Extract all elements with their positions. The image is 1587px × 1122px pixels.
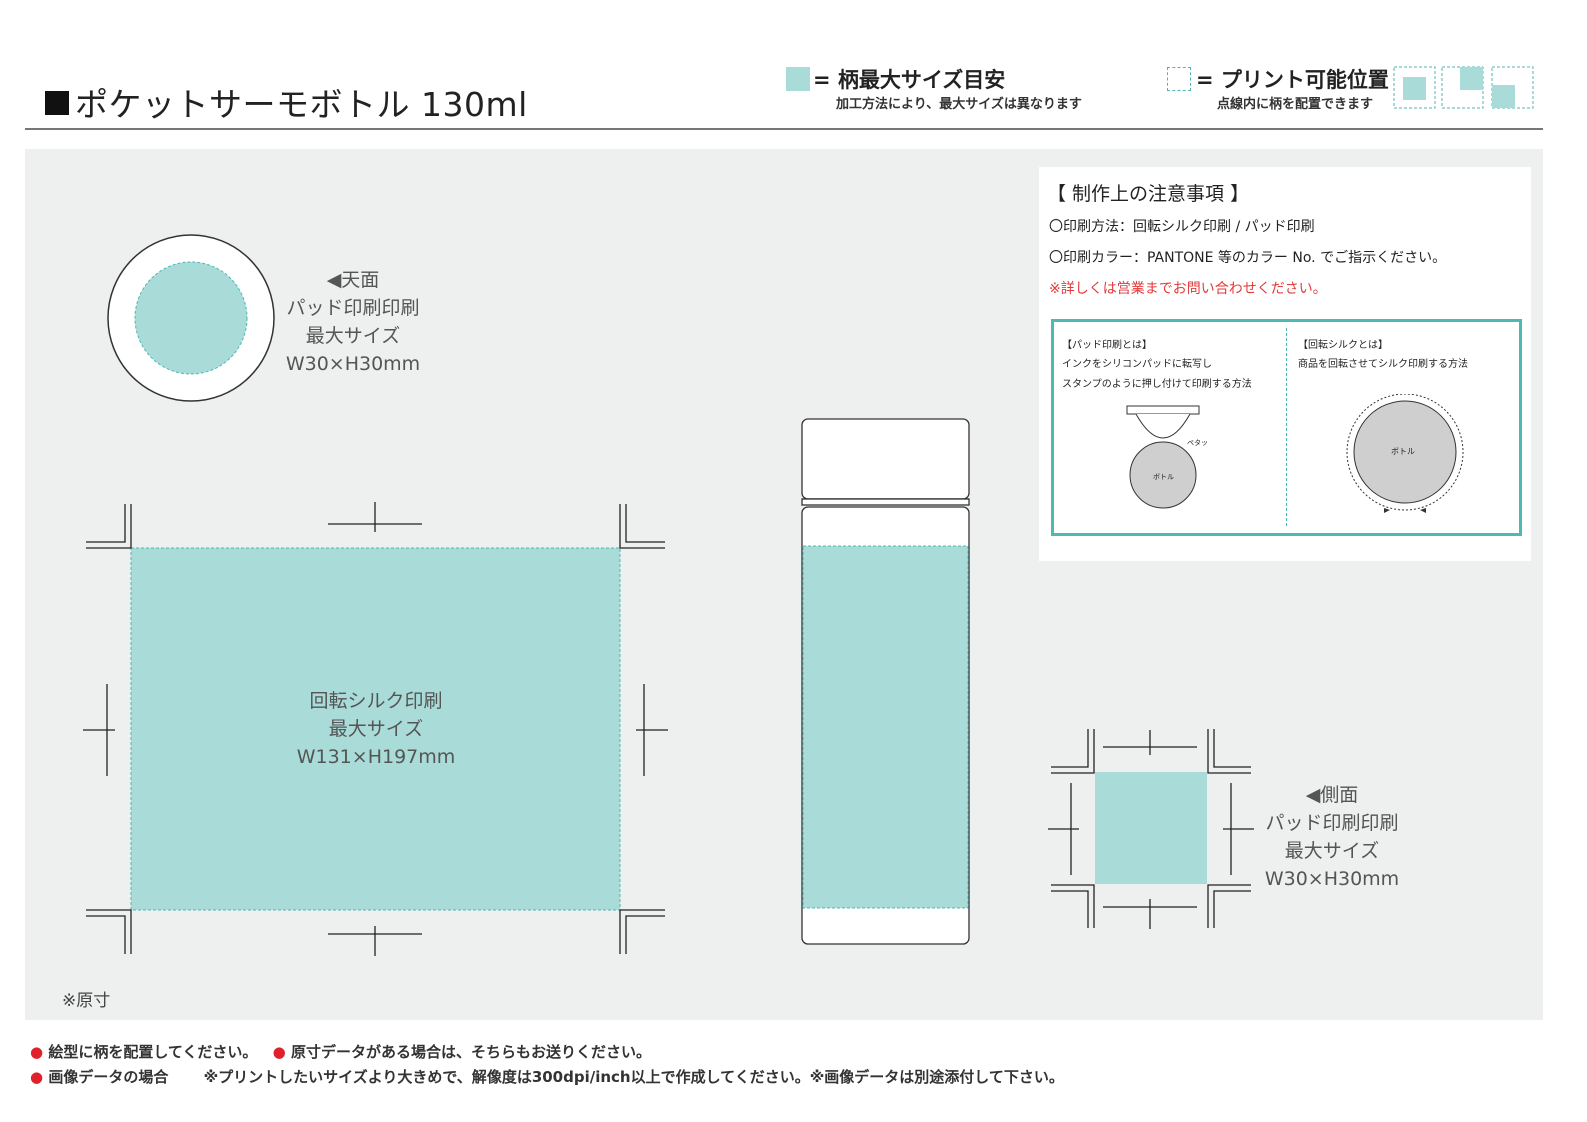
printing-method-explanation: 【パッド印刷とは】 インクをシリコンパッドに転写し スタンプのように押し付けて印…	[1051, 319, 1522, 536]
side-face-label: ◀側面 パッド印刷印刷 最大サイズ W30×H30mm	[1262, 781, 1402, 893]
pad-stamp-label: ペタッ	[1187, 439, 1208, 447]
top-face-size: W30×H30mm	[285, 353, 421, 375]
legend-max-label: = 柄最大サイズ目安	[813, 68, 1006, 92]
top-face-max: 最大サイズ	[305, 325, 401, 347]
bottle-diagram	[801, 418, 970, 945]
silk-bottle-label: ボトル	[1391, 447, 1415, 456]
side-face-size: W30×H30mm	[1264, 868, 1400, 890]
notes-contact: ※詳しくは営業までお問い合わせください。	[1049, 281, 1327, 297]
page-title: ポケットサーモボトル 130ml	[45, 78, 528, 126]
pad-line2: スタンプのように押し付けて印刷する方法	[1062, 379, 1252, 390]
footer-line2a: 画像データの場合	[48, 1068, 169, 1086]
side-face-method: パッド印刷印刷	[1265, 812, 1399, 834]
rotary-silk-illustration	[1346, 394, 1464, 513]
placement-examples-icon	[1393, 66, 1534, 109]
page-title-text: ポケットサーモボトル 130ml	[75, 85, 528, 124]
notes-heading: 【 制作上の注意事項 】	[1047, 183, 1250, 205]
max-size-swatch-icon	[786, 67, 810, 91]
legend-print-sub: 点線内に柄を配置できます	[1217, 97, 1374, 112]
side-face-max: 最大サイズ	[1284, 840, 1380, 862]
main-area-method: 回転シルク印刷	[309, 690, 443, 712]
header-divider	[25, 128, 1543, 130]
main-area-size: W131×H197mm	[296, 746, 456, 768]
legend-print-label: = プリント可能位置	[1196, 68, 1389, 92]
silk-line1: 商品を回転させてシルク印刷する方法	[1298, 359, 1468, 370]
pad-line1: インクをシリコンパッドに転写し	[1062, 359, 1212, 370]
footer-line2b: ※プリントしたいサイズより大きめで、解像度は300dpi/inch以上で作成して…	[203, 1068, 1064, 1086]
main-area-max: 最大サイズ	[328, 718, 424, 740]
footer-line1b: 原寸データがある場合は、そちらもお送りください。	[291, 1043, 652, 1061]
main-area-label: 回転シルク印刷 最大サイズ W131×H197mm	[296, 687, 456, 771]
silk-title: 【回転シルクとは】	[1298, 340, 1388, 351]
pad-bottle-label: ボトル	[1153, 473, 1174, 481]
top-face-method: パッド印刷印刷	[286, 297, 420, 319]
bullet-icon: ●	[30, 1043, 44, 1061]
notes-color: 〇印刷カラー：PANTONE 等のカラー No. でご指示ください。	[1049, 250, 1447, 266]
pad-printing-illustration	[1126, 405, 1200, 509]
footer-line-1: ● 絵型に柄を配置してください。 ● 原寸データがある場合は、そちらもお送りくだ…	[30, 1041, 651, 1062]
pad-title: 【パッド印刷とは】	[1062, 340, 1152, 351]
top-face-title: ◀天面	[326, 269, 380, 291]
footer-line-2: ● 画像データの場合 ※プリントしたいサイズより大きめで、解像度は300dpi/…	[30, 1066, 1064, 1087]
actual-size-note: ※原寸	[62, 991, 111, 1011]
print-area-swatch-icon	[1167, 67, 1191, 91]
explain-divider	[1286, 328, 1287, 526]
bullet-icon: ●	[272, 1043, 286, 1061]
top-face-diagram	[107, 234, 275, 402]
side-face-title: ◀側面	[1305, 784, 1359, 806]
square-bullet-icon	[45, 91, 69, 115]
top-face-label: ◀天面 パッド印刷印刷 最大サイズ W30×H30mm	[283, 266, 423, 378]
legend-max-sub: 加工方法により、最大サイズは異なります	[836, 97, 1082, 112]
bullet-icon: ●	[30, 1068, 44, 1086]
side-face-diagram	[1048, 729, 1254, 929]
main-print-area	[83, 502, 668, 956]
footer-line1a: 絵型に柄を配置してください。	[48, 1043, 258, 1061]
notes-method: 〇印刷方法：回転シルク印刷 / パッド印刷	[1049, 219, 1315, 235]
